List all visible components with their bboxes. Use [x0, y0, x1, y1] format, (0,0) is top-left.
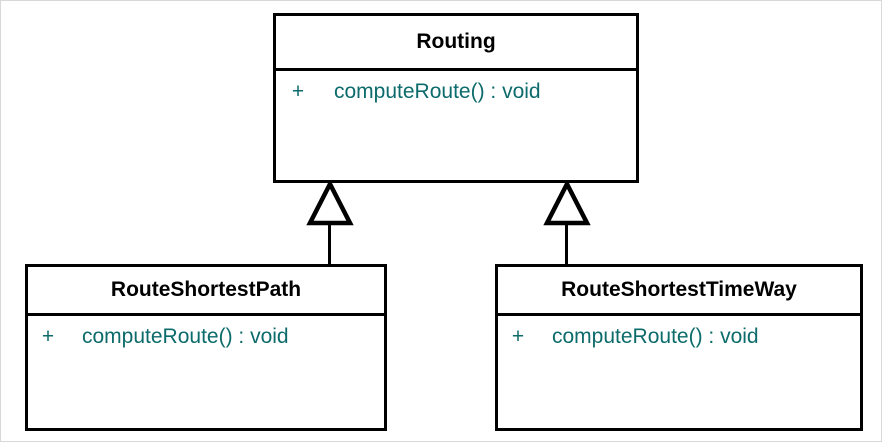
class-name-route-shortest-path: RouteShortestPath — [110, 278, 302, 301]
class-name-band-routing: Routing — [276, 16, 636, 71]
class-members-route-shortest-path: + computeRoute() : void — [28, 316, 384, 428]
class-member-row: + computeRoute() : void — [510, 325, 860, 349]
class-box-route-shortest-time-way[interactable]: RouteShortestTimeWay + computeRoute() : … — [495, 264, 863, 431]
generalization-arrowhead-route-shortest-time-way — [543, 181, 591, 226]
class-members-routing: + computeRoute() : void — [276, 71, 636, 180]
member-visibility-icon: + — [511, 325, 525, 348]
class-members-route-shortest-time-way: + computeRoute() : void — [498, 316, 860, 428]
member-visibility-icon: + — [291, 80, 305, 103]
member-visibility-icon: + — [41, 325, 55, 348]
class-member-row: + computeRoute() : void — [40, 325, 384, 349]
class-name-band-route-shortest-time-way: RouteShortestTimeWay — [498, 267, 860, 316]
class-box-routing[interactable]: Routing + computeRoute() : void — [273, 13, 639, 183]
class-name-band-route-shortest-path: RouteShortestPath — [28, 267, 384, 316]
generalization-line-route-shortest-time-way — [565, 223, 568, 267]
class-box-route-shortest-path[interactable]: RouteShortestPath + computeRoute() : voi… — [25, 264, 387, 431]
class-member-row: + computeRoute() : void — [290, 80, 636, 104]
class-name-routing: Routing — [416, 30, 496, 53]
class-name-route-shortest-time-way: RouteShortestTimeWay — [561, 278, 797, 301]
generalization-line-route-shortest-path — [328, 223, 331, 267]
member-signature: computeRoute() : void — [82, 325, 289, 348]
member-signature: computeRoute() : void — [552, 325, 759, 348]
generalization-arrowhead-route-shortest-path — [306, 181, 354, 226]
member-signature: computeRoute() : void — [334, 80, 541, 103]
